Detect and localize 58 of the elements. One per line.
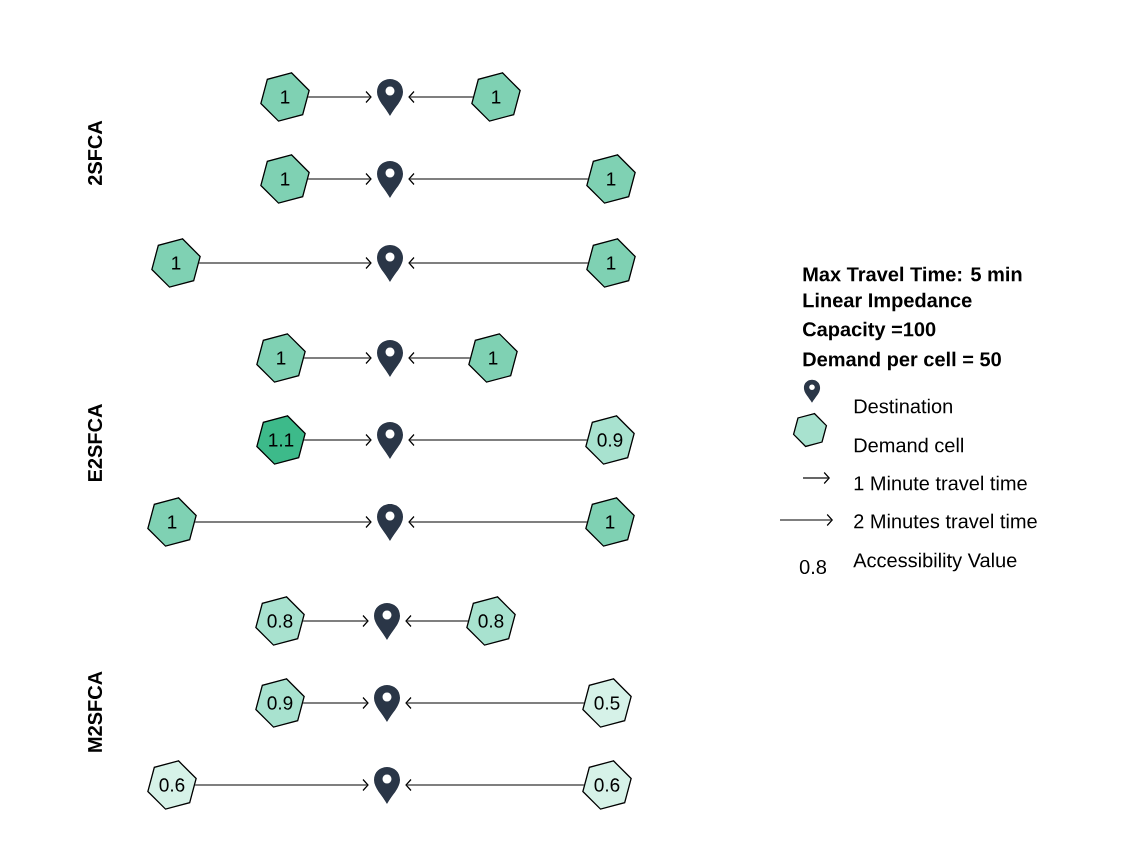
legend-text: Accessibility Value [853,552,1017,572]
demand-cell-hexagon: 0.8 [466,596,516,646]
destination-pin [377,340,403,377]
arrow [303,351,372,365]
destination-pin [377,79,403,116]
demand-cell-hexagon: 0.9 [255,678,305,728]
demand-cell-hexagon: 1 [151,238,201,288]
arrow [303,433,372,447]
demand-cell-hexagon: 1 [260,154,310,204]
demand-cell-hexagon: 1 [586,238,636,288]
legend-text: Demand cell [854,437,963,453]
arrow [307,90,372,104]
arrow [307,172,372,186]
method-label: M2SFCA [87,671,103,752]
destination-pin [377,245,403,282]
method-label: 2SFCA [87,120,103,186]
destination-pin [374,685,400,722]
destination-pin [377,504,403,541]
arrow [194,778,369,792]
demand-cell-hexagon: 0.9 [585,415,635,465]
demand-cell-hexagon: 1 [471,72,521,122]
demand-cell-hexagon: 0.6 [582,760,632,810]
parameter-text: Capacity =100 [803,321,936,341]
arrow [302,614,369,628]
arrow [408,351,471,365]
arrow [408,515,588,529]
destination-pin [377,422,403,459]
demand-cell-hexagon: 0.5 [582,678,632,728]
arrow [194,515,372,529]
legend-text: 1 Minute travel time [854,475,1027,491]
arrow [302,696,369,710]
demand-cell-hexagon: 1 [585,497,635,547]
arrow [408,172,589,186]
arrow [408,90,474,104]
arrow [405,696,585,710]
demand-cell-hexagon: 1 [260,72,310,122]
demand-cell-hexagon: 0.8 [255,596,305,646]
demand-cell-hexagon: 1.1 [256,415,306,465]
parameter-text: Demand per cell = 50 [803,351,1001,371]
arrow [408,433,588,447]
parameter-text: Max Travel Time: 5 min [803,266,1022,282]
arrow [408,256,589,270]
legend-text: 2 Minutes travel time [854,513,1037,529]
destination-pin [374,767,400,804]
demand-cell-hexagon: 1 [147,497,197,547]
demand-cell-hexagon: 1 [586,154,636,204]
arrow [198,256,372,270]
accessibility-value-sample: 0.8 [799,559,827,575]
parameter-text: Linear Impedance [803,292,972,312]
destination-pin [377,161,403,198]
legend-text: Destination [854,398,952,414]
method-label: E2SFCA [87,404,103,482]
demand-cell-hexagon: 1 [256,333,306,383]
arrow [405,778,585,792]
arrow [405,614,469,628]
demand-cell-hexagon: 0.6 [147,760,197,810]
demand-cell-hexagon: 1 [468,333,518,383]
destination-pin [374,603,400,640]
